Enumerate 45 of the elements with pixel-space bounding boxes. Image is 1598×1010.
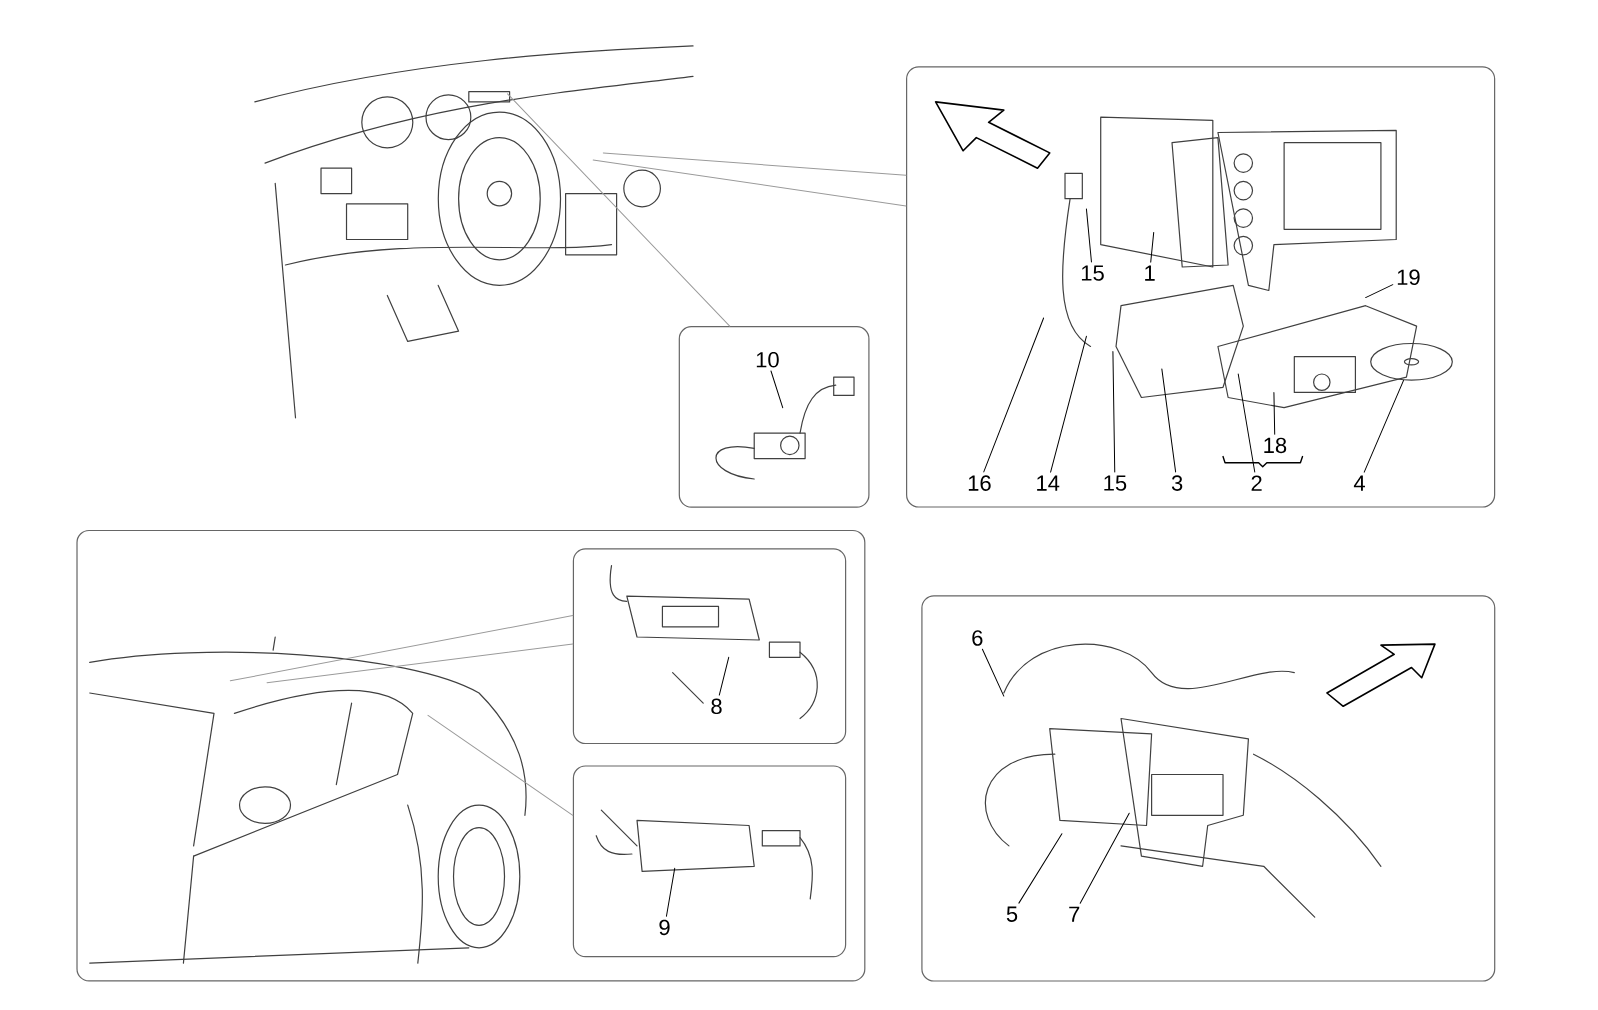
inset-panel [572,765,847,958]
leader-line [1018,833,1063,904]
leader-line [1050,335,1087,473]
leader-line [229,615,574,682]
leader-line [427,714,574,816]
callout-number: 2 [1251,475,1262,491]
callout-number: 15 [1081,265,1104,281]
disc-drawing [1370,342,1453,381]
leader-line [665,867,676,917]
leader-line [983,317,1045,473]
callout-number: 7 [1069,906,1080,922]
leader-line [1079,812,1130,904]
callout-number: 16 [968,475,991,491]
leader-line [770,370,784,409]
callout-number: 5 [1006,906,1018,922]
inset-panel [906,66,1496,508]
leader-line [507,93,731,327]
leader-line [592,159,907,207]
callout-number: 18 [1264,437,1287,454]
callout-number: 6 [972,630,983,646]
inset-panel [678,326,870,508]
callout-number: 15 [1104,475,1127,491]
leader-line [1365,284,1394,299]
leader-line [1273,391,1276,435]
inset-panel [572,548,847,745]
inset-panel [921,595,1496,982]
leader-line [602,152,907,176]
callout-number: 19 [1397,269,1420,285]
inset-panel [76,529,866,982]
leader-line [1161,368,1177,473]
leader-line [1363,379,1405,473]
callout-number: 1 [1145,265,1155,281]
callout-number: 9 [659,919,670,936]
leader-line [1150,231,1155,263]
callout-number: 8 [711,698,722,715]
leader-line [1112,351,1116,473]
leader-line [266,643,574,684]
callout-number: 4 [1353,475,1365,491]
leader-line [981,648,1005,697]
callout-number: 3 [1171,475,1183,491]
leader-line [718,656,730,696]
leader-line [1085,208,1092,263]
callout-number: 14 [1037,475,1060,491]
callout-number: 10 [756,352,779,368]
leader-line [1237,373,1256,473]
